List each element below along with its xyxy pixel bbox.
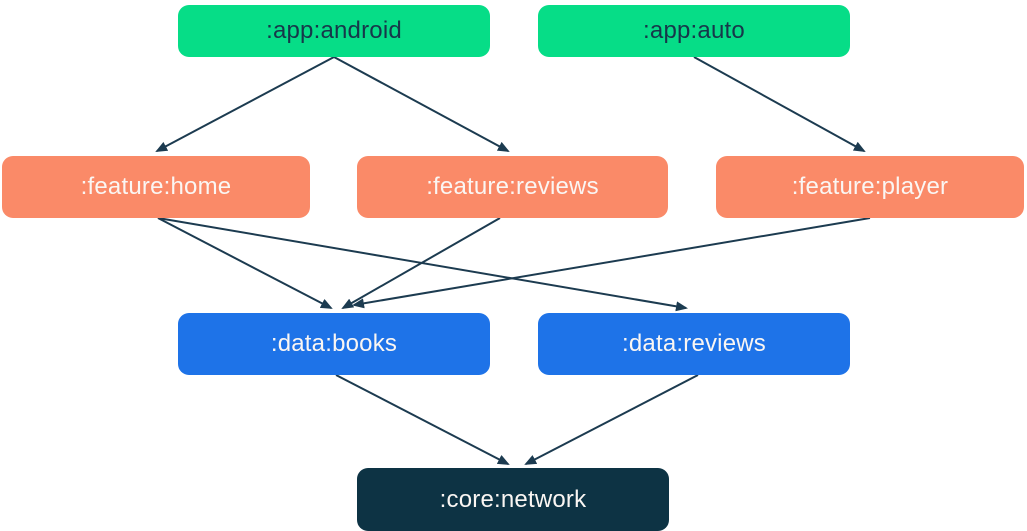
- edge-feature-player-to-data-books: [352, 217, 871, 309]
- node-data-reviews: :data:reviews: [538, 313, 850, 375]
- edge-feature-home-to-data-books: [157, 217, 333, 309]
- node-label-data-reviews: :data:reviews: [622, 330, 766, 357]
- node-data-books: :data:books: [178, 313, 490, 375]
- edges-group: [155, 56, 871, 465]
- edge-data-books-to-core-network: [335, 374, 510, 465]
- node-label-app-android: :app:android: [266, 17, 402, 44]
- node-app-android: :app:android: [178, 5, 490, 57]
- edge-data-reviews-to-core-network: [524, 374, 699, 465]
- edge-feature-reviews-to-data-books: [341, 217, 501, 309]
- node-label-feature-player: :feature:player: [791, 173, 949, 200]
- node-core-network: :core:network: [357, 468, 669, 531]
- node-app-auto: :app:auto: [538, 5, 850, 57]
- node-label-core-network: :core:network: [439, 485, 587, 513]
- edge-app-android-to-feature-reviews: [333, 56, 510, 152]
- node-label-app-auto: :app:auto: [643, 17, 745, 44]
- node-feature-home: :feature:home: [2, 156, 310, 218]
- edge-app-android-to-feature-home: [155, 56, 335, 152]
- node-feature-player: :feature:player: [716, 156, 1024, 218]
- node-label-feature-home: :feature:home: [80, 173, 232, 200]
- node-feature-reviews: :feature:reviews: [357, 156, 668, 218]
- node-label-data-books: :data:books: [270, 330, 398, 357]
- edge-app-auto-to-feature-player: [693, 56, 866, 152]
- node-label-feature-reviews: :feature:reviews: [426, 173, 599, 200]
